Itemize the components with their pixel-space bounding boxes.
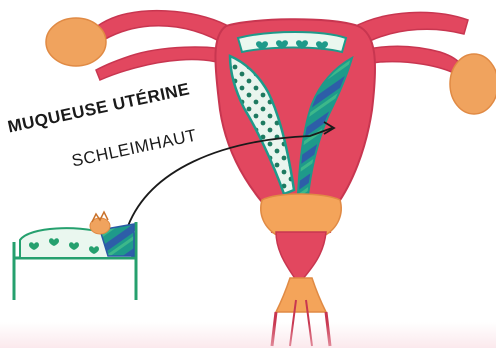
right-ovary [450, 54, 496, 114]
bottom-fade [0, 322, 496, 348]
bed-icon [14, 212, 136, 300]
left-fallopian-tube [86, 11, 232, 48]
left-ovary [46, 18, 106, 66]
vaginal-canal [276, 278, 326, 312]
